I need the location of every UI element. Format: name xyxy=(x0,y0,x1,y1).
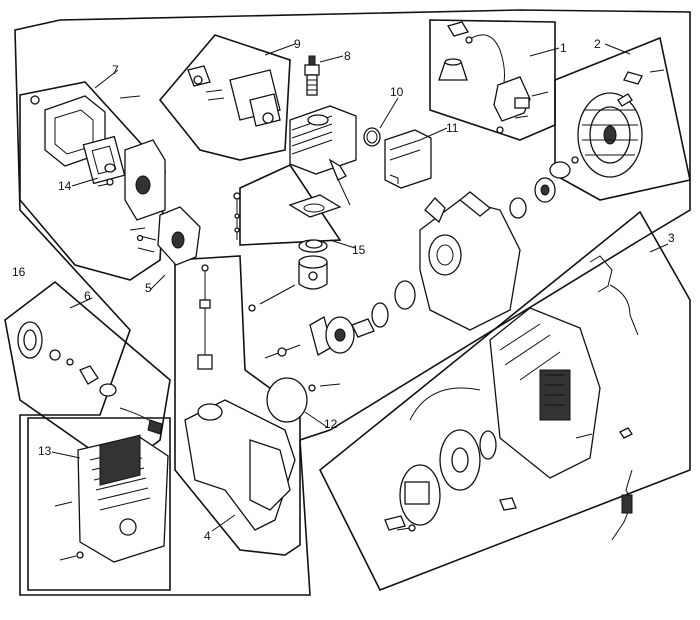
o-ring-part xyxy=(363,127,381,147)
callout-4: 4 xyxy=(204,529,211,543)
frame-group-9 xyxy=(158,34,291,161)
ignition-coil-part xyxy=(438,21,549,122)
air-filter-hardware-part xyxy=(104,163,116,173)
callout-3: 3 xyxy=(668,231,675,245)
frame-group-7 xyxy=(19,81,166,281)
frame-group-2 xyxy=(554,36,691,201)
spark-plug-part xyxy=(304,55,320,96)
callout-12: 12 xyxy=(324,417,338,431)
callout-5: 5 xyxy=(145,281,152,295)
muffler-cover-part xyxy=(384,129,432,189)
ignition-module-part xyxy=(187,65,281,127)
frame-group-15 xyxy=(239,163,342,246)
engine-cover-part xyxy=(54,434,169,563)
callout-1: 1 xyxy=(560,41,567,55)
frame-group-6 xyxy=(4,280,171,471)
frame-group-1 xyxy=(429,19,556,141)
callout-16: 16 xyxy=(12,265,26,279)
leader-lines xyxy=(51,43,669,532)
crankcase-part xyxy=(419,126,579,331)
washer-part xyxy=(305,239,323,249)
frame-group-3 xyxy=(318,210,691,592)
cylinder-gasket-part xyxy=(288,194,342,218)
crankshaft-part xyxy=(264,280,416,359)
handle-bracket-part xyxy=(184,264,296,531)
callout-15: 15 xyxy=(352,243,366,257)
callout-8: 8 xyxy=(344,49,351,63)
callout-2: 2 xyxy=(594,37,601,51)
callout-10: 10 xyxy=(390,85,404,99)
cylinder-part xyxy=(289,105,357,206)
gasket-ring-part xyxy=(266,377,341,423)
piston-part xyxy=(248,239,328,312)
starter-assembly-part xyxy=(384,255,639,541)
callout-14: 14 xyxy=(58,179,72,193)
frame-group-13 xyxy=(27,417,171,591)
callout-6: 6 xyxy=(84,289,91,303)
callout-11: 11 xyxy=(446,121,459,135)
air-filter-part xyxy=(30,95,166,242)
frame-group-4 xyxy=(174,255,301,556)
callout-13: 13 xyxy=(38,444,52,458)
callout-7: 7 xyxy=(112,63,119,77)
flywheel-part xyxy=(577,69,665,178)
callout-9: 9 xyxy=(294,37,301,51)
bolt-set-left xyxy=(233,192,241,240)
fuel-line-part xyxy=(17,321,163,435)
